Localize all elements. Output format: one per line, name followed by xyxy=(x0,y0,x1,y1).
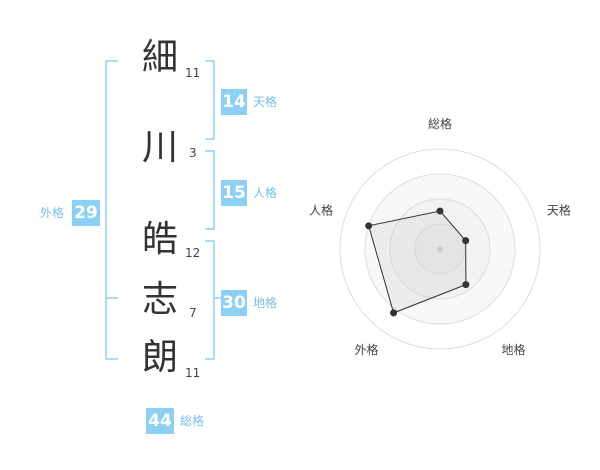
tenkaku-bracket xyxy=(205,60,215,140)
outer-left-bracket xyxy=(105,60,118,360)
radar-polygon xyxy=(368,210,467,314)
name-char-3: 皓 xyxy=(142,219,179,260)
radar-axis-label-2: 地格 xyxy=(501,342,525,357)
radar-point-4 xyxy=(365,222,373,230)
jinkaku-label: 人格 xyxy=(253,186,278,200)
stroke-count-4: 7 xyxy=(189,306,197,320)
stroke-count-2: 3 xyxy=(189,146,197,160)
tenkaku-label: 天格 xyxy=(253,95,278,109)
radar-point-2 xyxy=(462,281,470,289)
name-char-1: 細 xyxy=(142,37,179,78)
stroke-count-5: 11 xyxy=(185,366,201,380)
chikaku-label: 地格 xyxy=(253,296,278,310)
radar-axis-label-3: 外格 xyxy=(354,342,378,357)
name-char-4: 志 xyxy=(142,279,179,320)
name-char-2: 川 xyxy=(142,127,179,168)
radar-point-3 xyxy=(390,309,398,317)
radar-axis-label-1: 天格 xyxy=(547,202,571,217)
soukaku-label: 総格 xyxy=(180,414,205,428)
soukaku-value: 44 xyxy=(146,408,174,434)
tenkaku-value: 14 xyxy=(221,89,247,115)
radar-point-0 xyxy=(436,207,444,215)
radar-point-1 xyxy=(462,237,470,245)
radar-axis-label-0: 総格 xyxy=(428,116,452,131)
jinkaku-value: 15 xyxy=(221,180,247,206)
chikaku-value: 30 xyxy=(221,290,247,316)
radar-axis-label-4: 人格 xyxy=(309,202,333,217)
stroke-count-3: 12 xyxy=(185,246,201,260)
gaikaku-label: 外格 xyxy=(40,206,65,220)
name-char-5: 朗 xyxy=(142,337,179,378)
chikaku-bracket xyxy=(205,240,215,360)
jinkaku-bracket xyxy=(205,150,215,230)
gaikaku-value: 29 xyxy=(72,200,100,226)
radar-center-dot xyxy=(437,246,443,252)
stroke-count-1: 11 xyxy=(185,66,201,80)
